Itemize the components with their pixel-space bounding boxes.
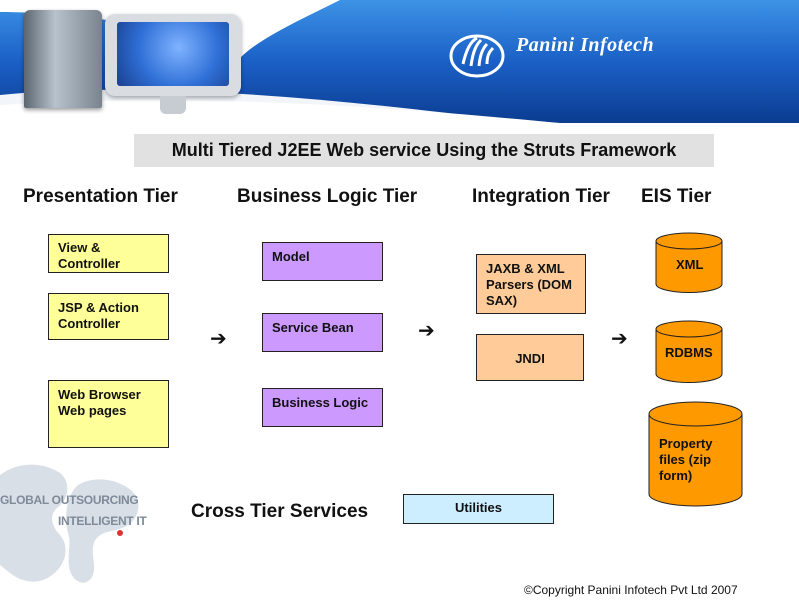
world-map-watermark — [0, 464, 139, 583]
panini-logo-icon — [449, 34, 505, 78]
business-logic-box: Business Logic — [262, 388, 383, 427]
property-line3: form) — [659, 468, 693, 483]
jaxb-line1: JAXB & XML — [486, 261, 565, 276]
presentation-tier-heading: Presentation Tier — [23, 186, 178, 207]
header-banner: Panini Infotech — [0, 0, 799, 123]
web-browser-line1: Web Browser — [58, 387, 141, 402]
service-bean-box: Service Bean — [262, 313, 383, 352]
cross-tier-services-label: Cross Tier Services — [191, 501, 369, 522]
computer-tower-illustration — [24, 10, 102, 108]
jsp-action-line2: Controller — [58, 316, 121, 331]
xml-store-label: XML — [676, 257, 704, 272]
web-browser-box: Web Browser Web pages — [48, 380, 169, 448]
monitor-stand — [160, 96, 186, 114]
view-controller-box: View & Controller — [48, 234, 169, 273]
jaxb-line2: Parsers (DOM — [486, 277, 572, 292]
xml-store-cylinder — [655, 232, 723, 293]
rdbms-store-cylinder — [655, 320, 723, 383]
eis-tier-heading: EIS Tier — [641, 186, 712, 207]
property-files-cylinder — [648, 401, 743, 507]
property-line2: files (zip — [659, 452, 712, 467]
arrow-icon: ➔ — [210, 328, 227, 350]
jsp-action-controller-box: JSP & Action Controller — [48, 293, 169, 340]
utilities-box: Utilities — [403, 494, 554, 524]
rdbms-store-label: RDBMS — [665, 345, 713, 360]
brand-name: Panini Infotech — [516, 34, 655, 56]
jndi-box: JNDI — [476, 334, 584, 381]
property-files-label: Property files (zip form) — [659, 436, 712, 484]
arrow-icon: ➔ — [418, 320, 435, 342]
monitor-screen — [117, 22, 229, 86]
property-line1: Property — [659, 436, 713, 451]
location-marker-icon — [117, 530, 123, 536]
model-box: Model — [262, 242, 383, 281]
integration-tier-heading: Integration Tier — [472, 186, 610, 207]
copyright-text: ©Copyright Panini Infotech Pvt Ltd 2007 — [524, 583, 738, 597]
jsp-action-line1: JSP & Action — [58, 300, 139, 315]
watermark-line2: INTELLIGENT IT — [58, 514, 147, 528]
diagram-title: Multi Tiered J2EE Web service Using the … — [171, 140, 677, 160]
jaxb-line3: SAX) — [486, 293, 518, 308]
view-controller-line1: View & — [58, 240, 101, 255]
watermark-line1: GLOBAL OUTSOURCING — [0, 493, 139, 507]
arrow-icon: ➔ — [611, 328, 628, 350]
business-tier-heading: Business Logic Tier — [237, 186, 418, 207]
view-controller-line2: Controller — [58, 256, 121, 271]
jaxb-xml-parsers-box: JAXB & XML Parsers (DOM SAX) — [476, 254, 586, 314]
web-browser-line2: Web pages — [58, 403, 127, 418]
title-background — [134, 134, 714, 167]
